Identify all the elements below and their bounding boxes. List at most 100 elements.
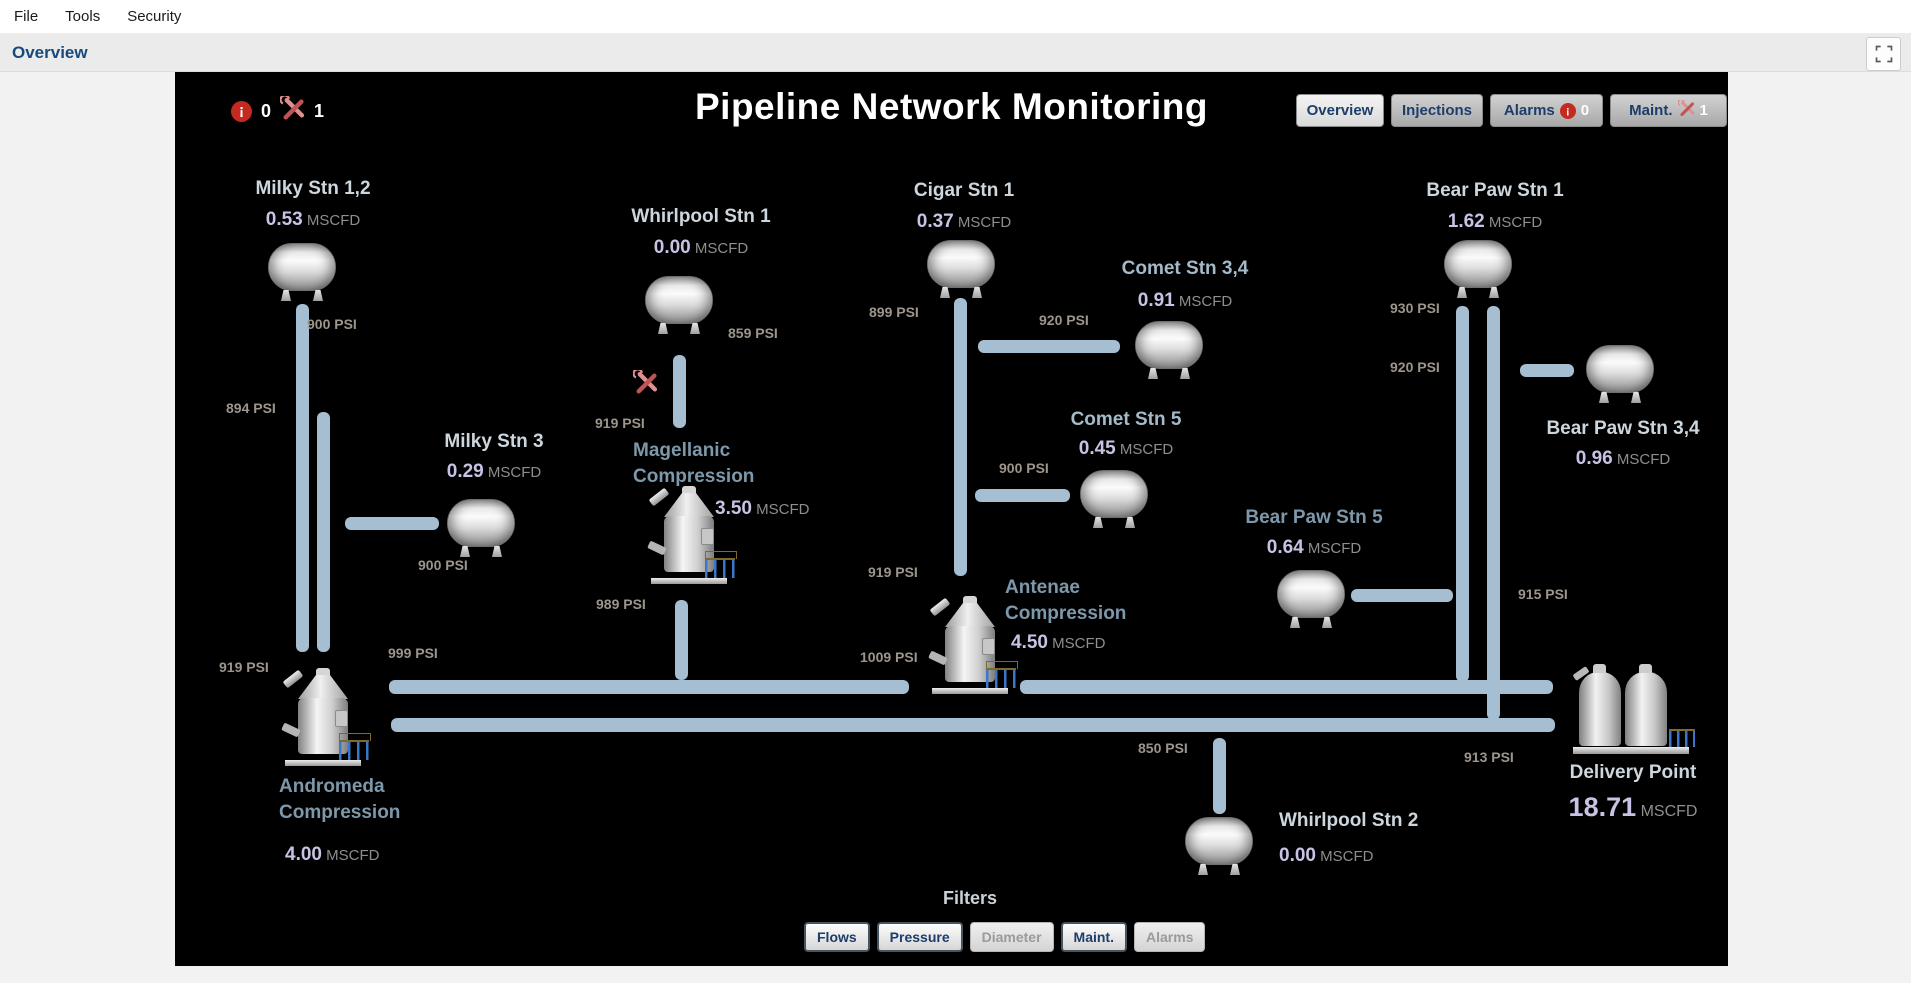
flow-value: 0.91 bbox=[1137, 290, 1175, 311]
pipe-segment bbox=[1351, 589, 1453, 602]
maintenance-count: 1 bbox=[314, 100, 325, 121]
filter-button-diameter[interactable]: Diameter bbox=[969, 922, 1054, 952]
main-area: ! 0 1 Pipeline Network Monitoring Overvi… bbox=[0, 72, 1911, 983]
menu-security[interactable]: Security bbox=[127, 8, 182, 25]
nav-button-alarms[interactable]: Alarms!0 bbox=[1490, 94, 1603, 127]
pipe-segment bbox=[345, 517, 439, 530]
pipe-segment bbox=[1520, 364, 1574, 377]
compressor-scaffold bbox=[986, 661, 1018, 688]
nav-button-injections[interactable]: Injections bbox=[1391, 94, 1483, 127]
filter-button-alarms[interactable]: Alarms bbox=[1133, 922, 1206, 952]
station-label: Whirlpool Stn 1 bbox=[631, 206, 771, 227]
station-label: Cigar Stn 1 bbox=[913, 180, 1015, 201]
filter-button-flows[interactable]: Flows bbox=[804, 922, 870, 952]
station-label: Antenae Compression bbox=[1005, 577, 1127, 624]
compressor-hatch bbox=[701, 528, 714, 545]
nav-button-overview[interactable]: Overview bbox=[1296, 94, 1384, 127]
station-label: Comet Stn 3,4 bbox=[1121, 258, 1249, 279]
bear-paw-stn-1-icon[interactable] bbox=[1444, 240, 1512, 298]
flow-value: 0.96 bbox=[1575, 448, 1613, 469]
alert-icon: ! bbox=[1559, 102, 1576, 119]
pressure-label: 989 PSI bbox=[596, 596, 646, 612]
pipe-segment bbox=[296, 304, 309, 652]
flow-value: 0.29 bbox=[446, 461, 484, 482]
filter-button-pressure[interactable]: Pressure bbox=[876, 922, 963, 952]
pressure-label: 919 PSI bbox=[219, 659, 269, 675]
flow-unit: MSCFD bbox=[321, 847, 380, 864]
station-label: Magellanic Compression bbox=[633, 440, 755, 487]
tank-vessel bbox=[645, 276, 713, 324]
station-value: 0.96 MSCFD bbox=[1513, 448, 1733, 470]
compressor-chimney bbox=[648, 487, 670, 507]
delivery-point-icon[interactable] bbox=[1572, 660, 1695, 754]
station-value: 0.00 MSCFD bbox=[1279, 845, 1479, 867]
compressor-cone bbox=[664, 493, 714, 517]
pressure-label: 920 PSI bbox=[1390, 359, 1440, 375]
flow-value: 0.37 bbox=[916, 211, 954, 232]
flow-unit: MSCFD bbox=[1303, 540, 1362, 557]
maintenance-icon bbox=[279, 94, 305, 126]
pipe-segment bbox=[1020, 680, 1553, 694]
station-value: 3.50 MSCFD bbox=[715, 498, 915, 520]
delivery-vessel bbox=[1625, 664, 1667, 746]
tank-leg bbox=[1230, 864, 1240, 875]
pressure-label: 913 PSI bbox=[1464, 749, 1514, 765]
pipe-segment bbox=[1487, 306, 1500, 720]
comet-stn-5-icon[interactable] bbox=[1080, 470, 1148, 528]
tank-leg bbox=[658, 323, 668, 334]
pipe-segment bbox=[975, 489, 1070, 502]
comet-stn-3-4-icon[interactable] bbox=[1135, 321, 1203, 379]
compressor-base bbox=[651, 578, 727, 584]
flow-value: 0.64 bbox=[1266, 537, 1304, 558]
milky-stn-1-2-icon[interactable] bbox=[268, 243, 336, 301]
maintenance-icon bbox=[1677, 98, 1695, 121]
pipe-segment bbox=[391, 718, 1555, 732]
station-label: Milky Stn 1,2 bbox=[255, 178, 371, 199]
tank-vessel bbox=[927, 240, 995, 288]
milky-stn-3-icon[interactable] bbox=[447, 499, 515, 557]
bear-paw-stn-3-4-icon[interactable] bbox=[1586, 345, 1654, 403]
magellanic-compression-icon[interactable] bbox=[647, 486, 737, 584]
compressor-base bbox=[932, 688, 1008, 694]
flow-unit: MSCFD bbox=[751, 501, 810, 518]
bear-paw-stn-5-icon[interactable] bbox=[1277, 570, 1345, 628]
flow-unit: MSCFD bbox=[1115, 441, 1174, 458]
compressor-hatch bbox=[335, 710, 348, 727]
filter-button-maint[interactable]: Maint. bbox=[1060, 922, 1127, 952]
menu-file[interactable]: File bbox=[14, 8, 39, 25]
station-label: Delivery Point bbox=[1569, 762, 1697, 783]
pressure-label: 930 PSI bbox=[1390, 300, 1440, 316]
nav-button-label: Maint. bbox=[1629, 102, 1673, 119]
tank-leg bbox=[460, 546, 470, 557]
cigar-stn-1-icon[interactable] bbox=[927, 240, 995, 298]
pipe-segment bbox=[675, 600, 688, 680]
nav-button-label: Alarms bbox=[1503, 102, 1555, 119]
nav-button-maint[interactable]: Maint.1 bbox=[1610, 94, 1727, 127]
compressor-cone bbox=[945, 603, 995, 627]
pipe-segment bbox=[1213, 738, 1226, 814]
tank-vessel bbox=[1185, 817, 1253, 865]
antenae-compression-icon[interactable] bbox=[928, 596, 1018, 694]
flow-unit: MSCFD bbox=[302, 212, 361, 229]
station-label: Whirlpool Stn 2 bbox=[1279, 810, 1419, 831]
tank-leg bbox=[1457, 287, 1467, 298]
tank-leg bbox=[940, 287, 950, 298]
tank-leg bbox=[1125, 517, 1135, 528]
flow-unit: MSCFD bbox=[483, 464, 542, 481]
menu-tools[interactable]: Tools bbox=[65, 8, 101, 25]
station-label: Andromeda Compression bbox=[279, 776, 401, 823]
station-value: 0.37 MSCFD bbox=[854, 211, 1074, 233]
whirlpool-stn-2-icon[interactable] bbox=[1185, 817, 1253, 875]
pressure-label: 999 PSI bbox=[388, 645, 438, 661]
fullscreen-button[interactable] bbox=[1866, 37, 1901, 71]
status-counters: ! 0 1 bbox=[231, 94, 325, 126]
flow-value: 0.45 bbox=[1078, 438, 1116, 459]
andromeda-compression-icon[interactable] bbox=[281, 668, 371, 766]
whirlpool-stn-1-icon[interactable] bbox=[645, 276, 713, 334]
station-value: 4.00 MSCFD bbox=[285, 844, 485, 866]
tank-leg bbox=[1148, 368, 1158, 379]
tank-vessel bbox=[1586, 345, 1654, 393]
